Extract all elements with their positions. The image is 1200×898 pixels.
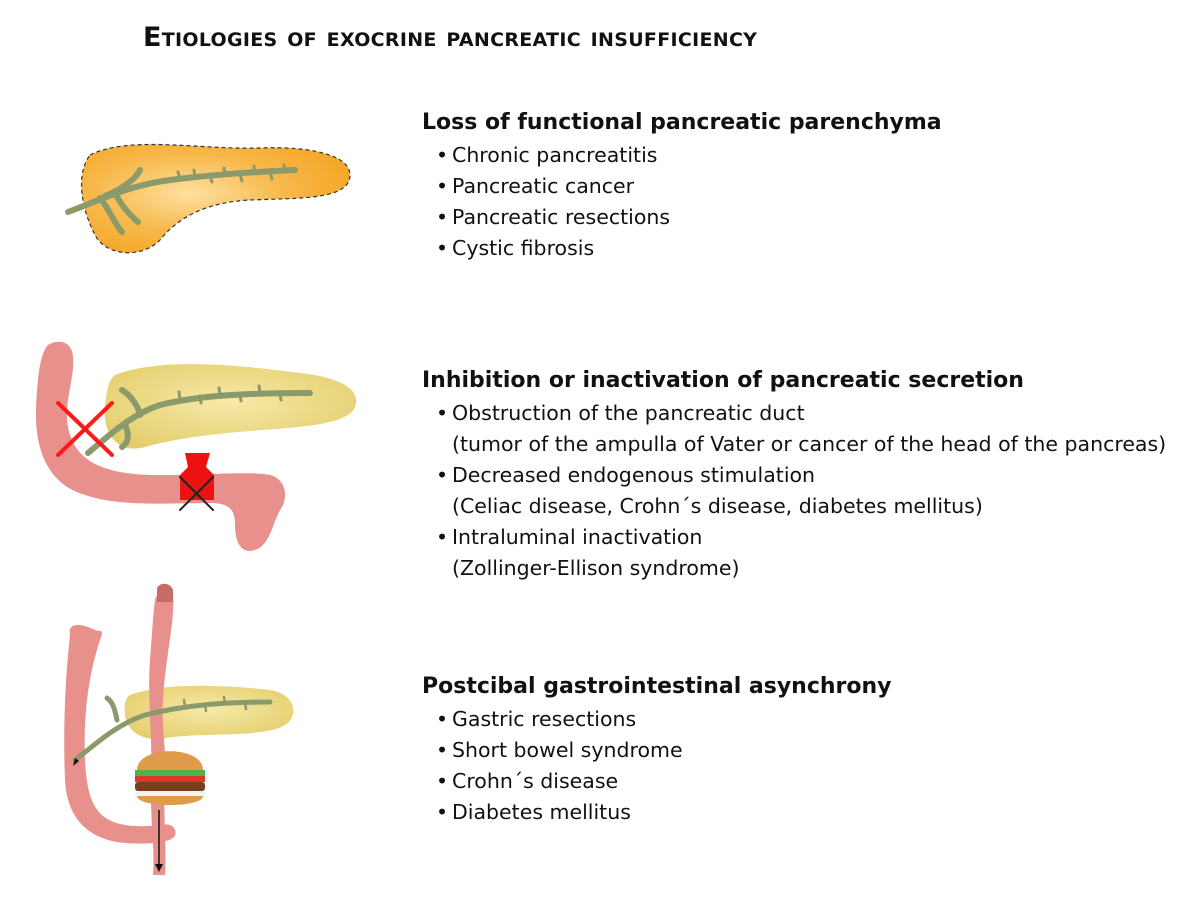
section-postcibal-asynchrony: Postcibal gastrointestinal asynchrony •G… [422, 672, 892, 828]
list-item: •Obstruction of the pancreatic duct(tumo… [422, 398, 1166, 460]
burger-icon [135, 751, 205, 805]
section-secretion-inhibition: Inhibition or inactivation of pancreatic… [422, 366, 1166, 584]
list-item: •Diabetes mellitus [422, 797, 892, 828]
asynchrony-illustration [55, 580, 305, 885]
list-item: •Pancreatic resections [422, 202, 942, 233]
section-heading: Inhibition or inactivation of pancreatic… [422, 366, 1166, 396]
list-item-detail: (tumor of the ampulla of Vater or cancer… [452, 429, 1166, 460]
list-item: •Pancreatic cancer [422, 171, 942, 202]
section-heading: Postcibal gastrointestinal asynchrony [422, 672, 892, 702]
list-item: •Crohn´s disease [422, 766, 892, 797]
diagram-title: Etiologies of exocrine pancreatic insuff… [143, 22, 757, 53]
list-item-detail: (Celiac disease, Crohn´s disease, diabet… [452, 491, 1166, 522]
cause-list: •Chronic pancreatitis •Pancreatic cancer… [422, 140, 942, 264]
pancreas-illustration [60, 130, 360, 265]
list-item: •Short bowel syndrome [422, 735, 892, 766]
list-item: •Decreased endogenous stimulation(Celiac… [422, 460, 1166, 522]
section-heading: Loss of functional pancreatic parenchyma [422, 108, 942, 138]
pancreas-pale [105, 364, 357, 448]
section-parenchyma-loss: Loss of functional pancreatic parenchyma… [422, 108, 942, 264]
list-item: •Intraluminal inactivation(Zollinger-Ell… [422, 522, 1166, 584]
list-item: •Chronic pancreatitis [422, 140, 942, 171]
list-item: •Gastric resections [422, 704, 892, 735]
cause-list: •Obstruction of the pancreatic duct(tumo… [422, 398, 1166, 584]
obstruction-illustration [30, 335, 370, 565]
list-item-detail: (Zollinger-Ellison syndrome) [452, 553, 1166, 584]
list-item: •Cystic fibrosis [422, 233, 942, 264]
cause-list: •Gastric resections •Short bowel syndrom… [422, 704, 892, 828]
pancreas-body-dashed [82, 144, 350, 252]
